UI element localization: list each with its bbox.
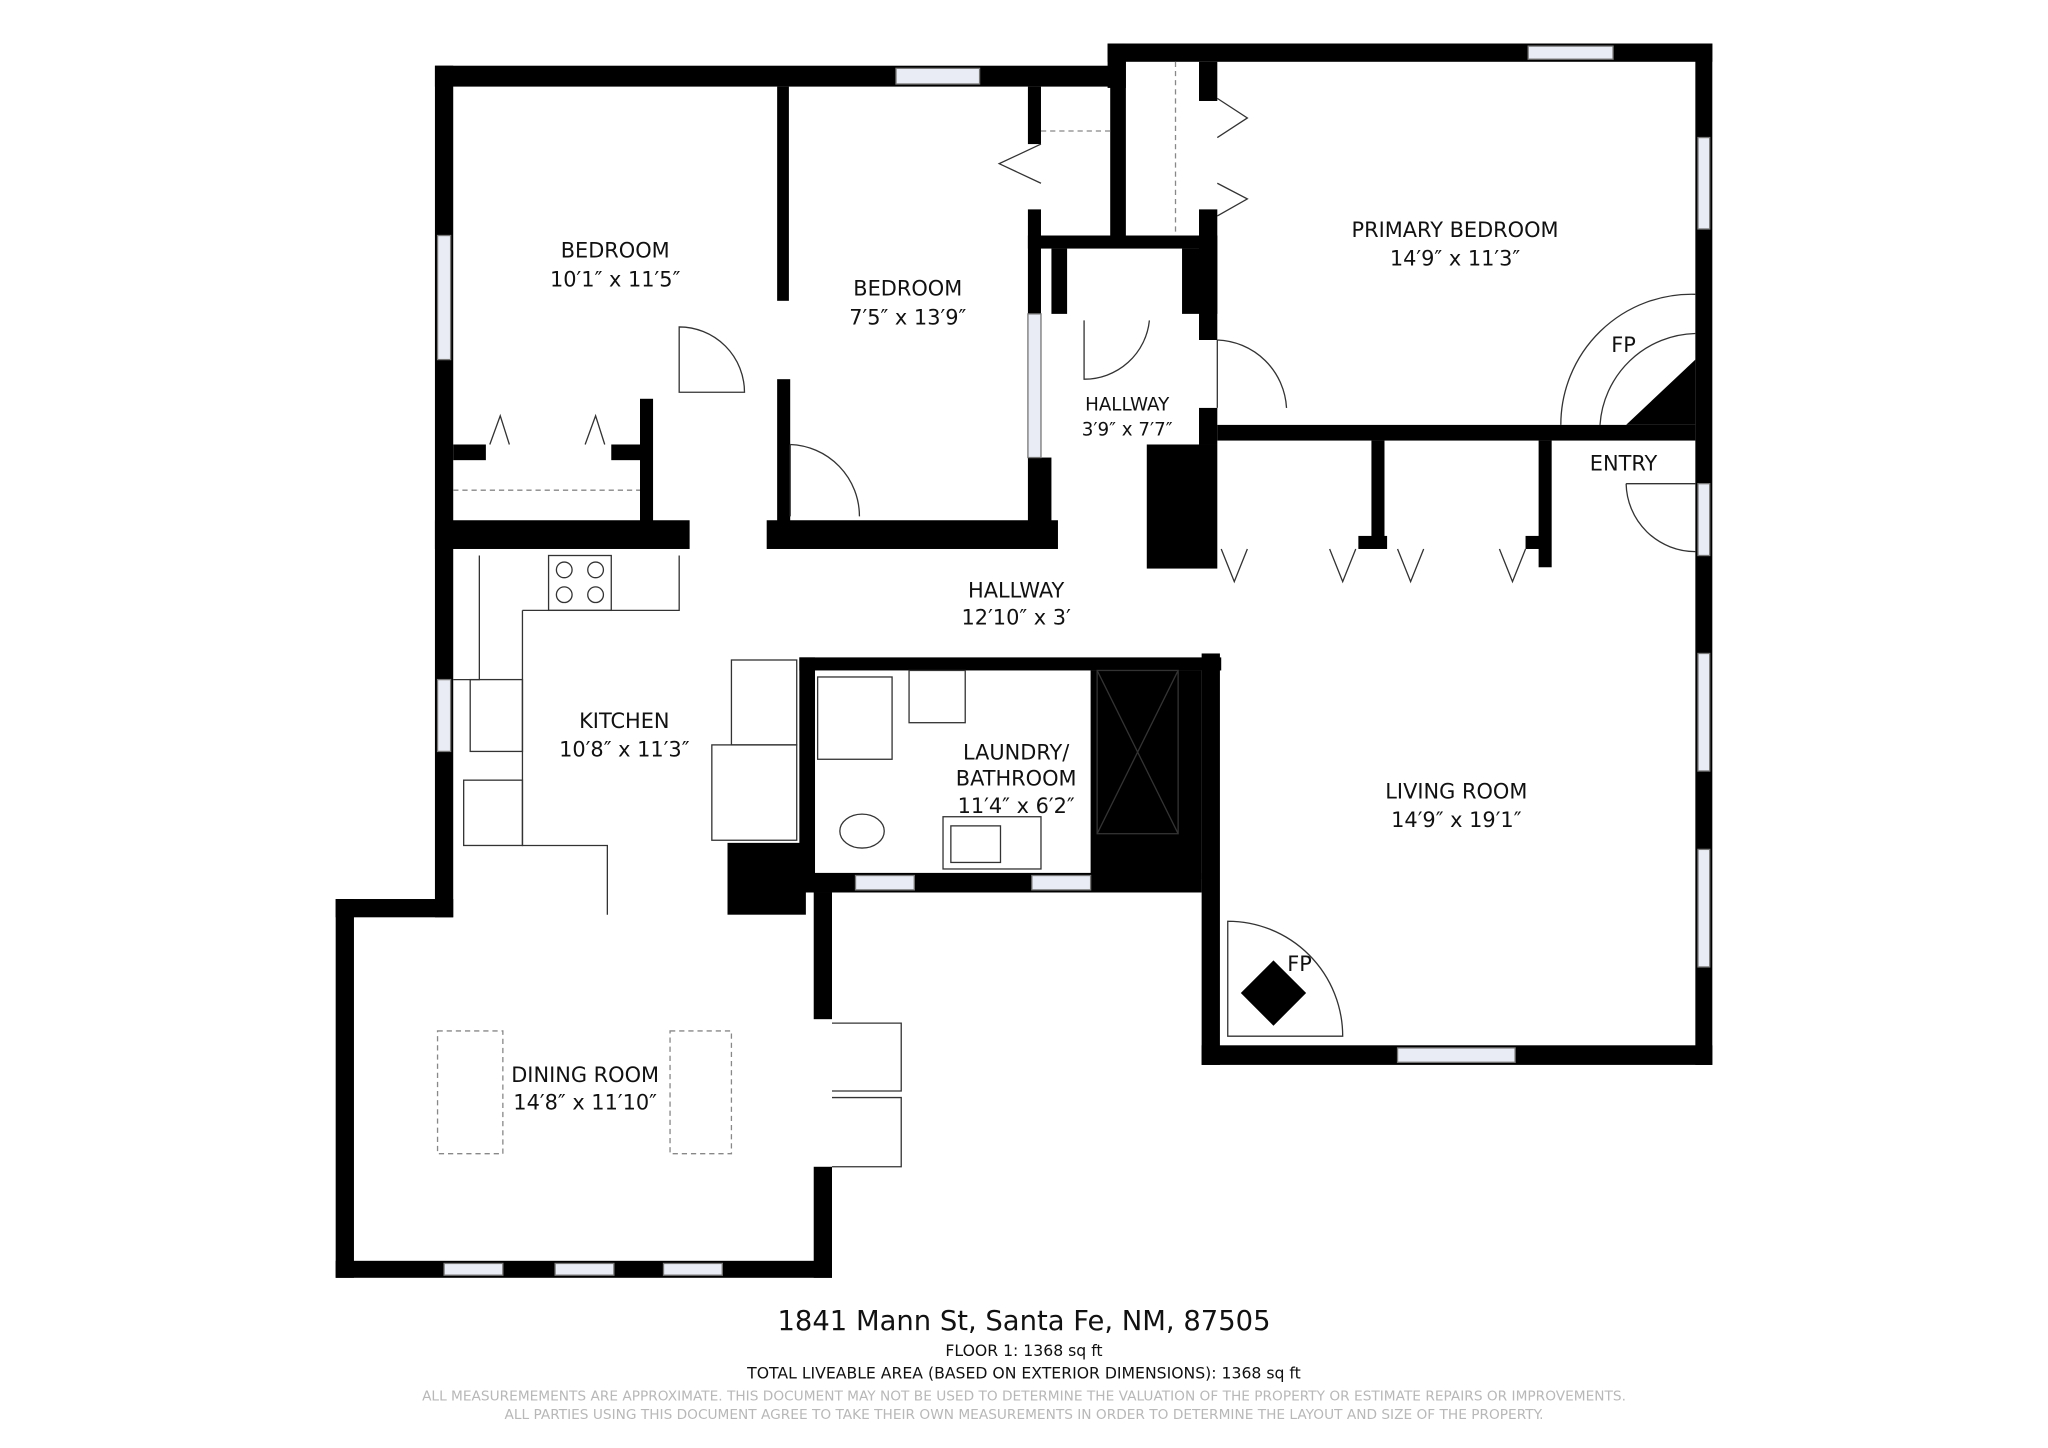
- room-size-hallway: 12′10″ x 3′: [962, 606, 1072, 630]
- windows: [436, 45, 1711, 1276]
- room-name-laundry: LAUNDRY/: [963, 740, 1070, 764]
- room-size-hallway-small: 3′9″ x 7′7″: [1082, 419, 1173, 440]
- room-size-dining-room: 14′8″ x 11′10″: [513, 1090, 657, 1114]
- room-name-bathroom: BATHROOM: [956, 766, 1077, 790]
- doors-fixtures: [436, 61, 1696, 1168]
- footer: 1841 Mann St, Santa Fe, NM, 87505 FLOOR …: [422, 1306, 1626, 1423]
- floor-area: FLOOR 1: 1368 sq ft: [945, 1341, 1102, 1360]
- room-name-bedroom-2: BEDROOM: [853, 277, 962, 301]
- disclaimer-line-1: ALL MEASUREMEMENTS ARE APPROXIMATE. THIS…: [422, 1389, 1626, 1405]
- room-name-bedroom: BEDROOM: [561, 239, 670, 263]
- room-name-hallway-small: HALLWAY: [1085, 395, 1170, 416]
- fireplace-label-primary: FP: [1611, 333, 1636, 357]
- room-name-dining-room: DINING ROOM: [511, 1063, 659, 1087]
- room-name-kitchen: KITCHEN: [579, 709, 669, 733]
- fireplace-label-living: FP: [1287, 952, 1312, 976]
- room-name-living-room: LIVING ROOM: [1385, 779, 1527, 803]
- room-size-laundry: 11′4″ x 6′2″: [958, 794, 1075, 818]
- room-name-primary-bedroom: PRIMARY BEDROOM: [1351, 218, 1558, 242]
- room-name-hallway: HALLWAY: [968, 578, 1064, 602]
- room-size-bedroom: 10′1″ x 11′5″: [550, 267, 681, 291]
- room-labels: BEDROOM 10′1″ x 11′5″ BEDROOM 7′5″ x 13′…: [511, 218, 1657, 1114]
- room-size-living-room: 14′9″ x 19′1″: [1391, 808, 1522, 832]
- room-size-bedroom-2: 7′5″ x 13′9″: [849, 305, 966, 329]
- room-size-kitchen: 10′8″ x 11′3″: [559, 738, 690, 762]
- room-size-primary-bedroom: 14′9″ x 11′3″: [1390, 247, 1521, 271]
- room-name-entry: ENTRY: [1590, 452, 1658, 476]
- address: 1841 Mann St, Santa Fe, NM, 87505: [777, 1306, 1270, 1337]
- disclaimer-line-2: ALL PARTIES USING THIS DOCUMENT AGREE TO…: [504, 1407, 1543, 1423]
- total-area: TOTAL LIVEABLE AREA (BASED ON EXTERIOR D…: [746, 1363, 1301, 1382]
